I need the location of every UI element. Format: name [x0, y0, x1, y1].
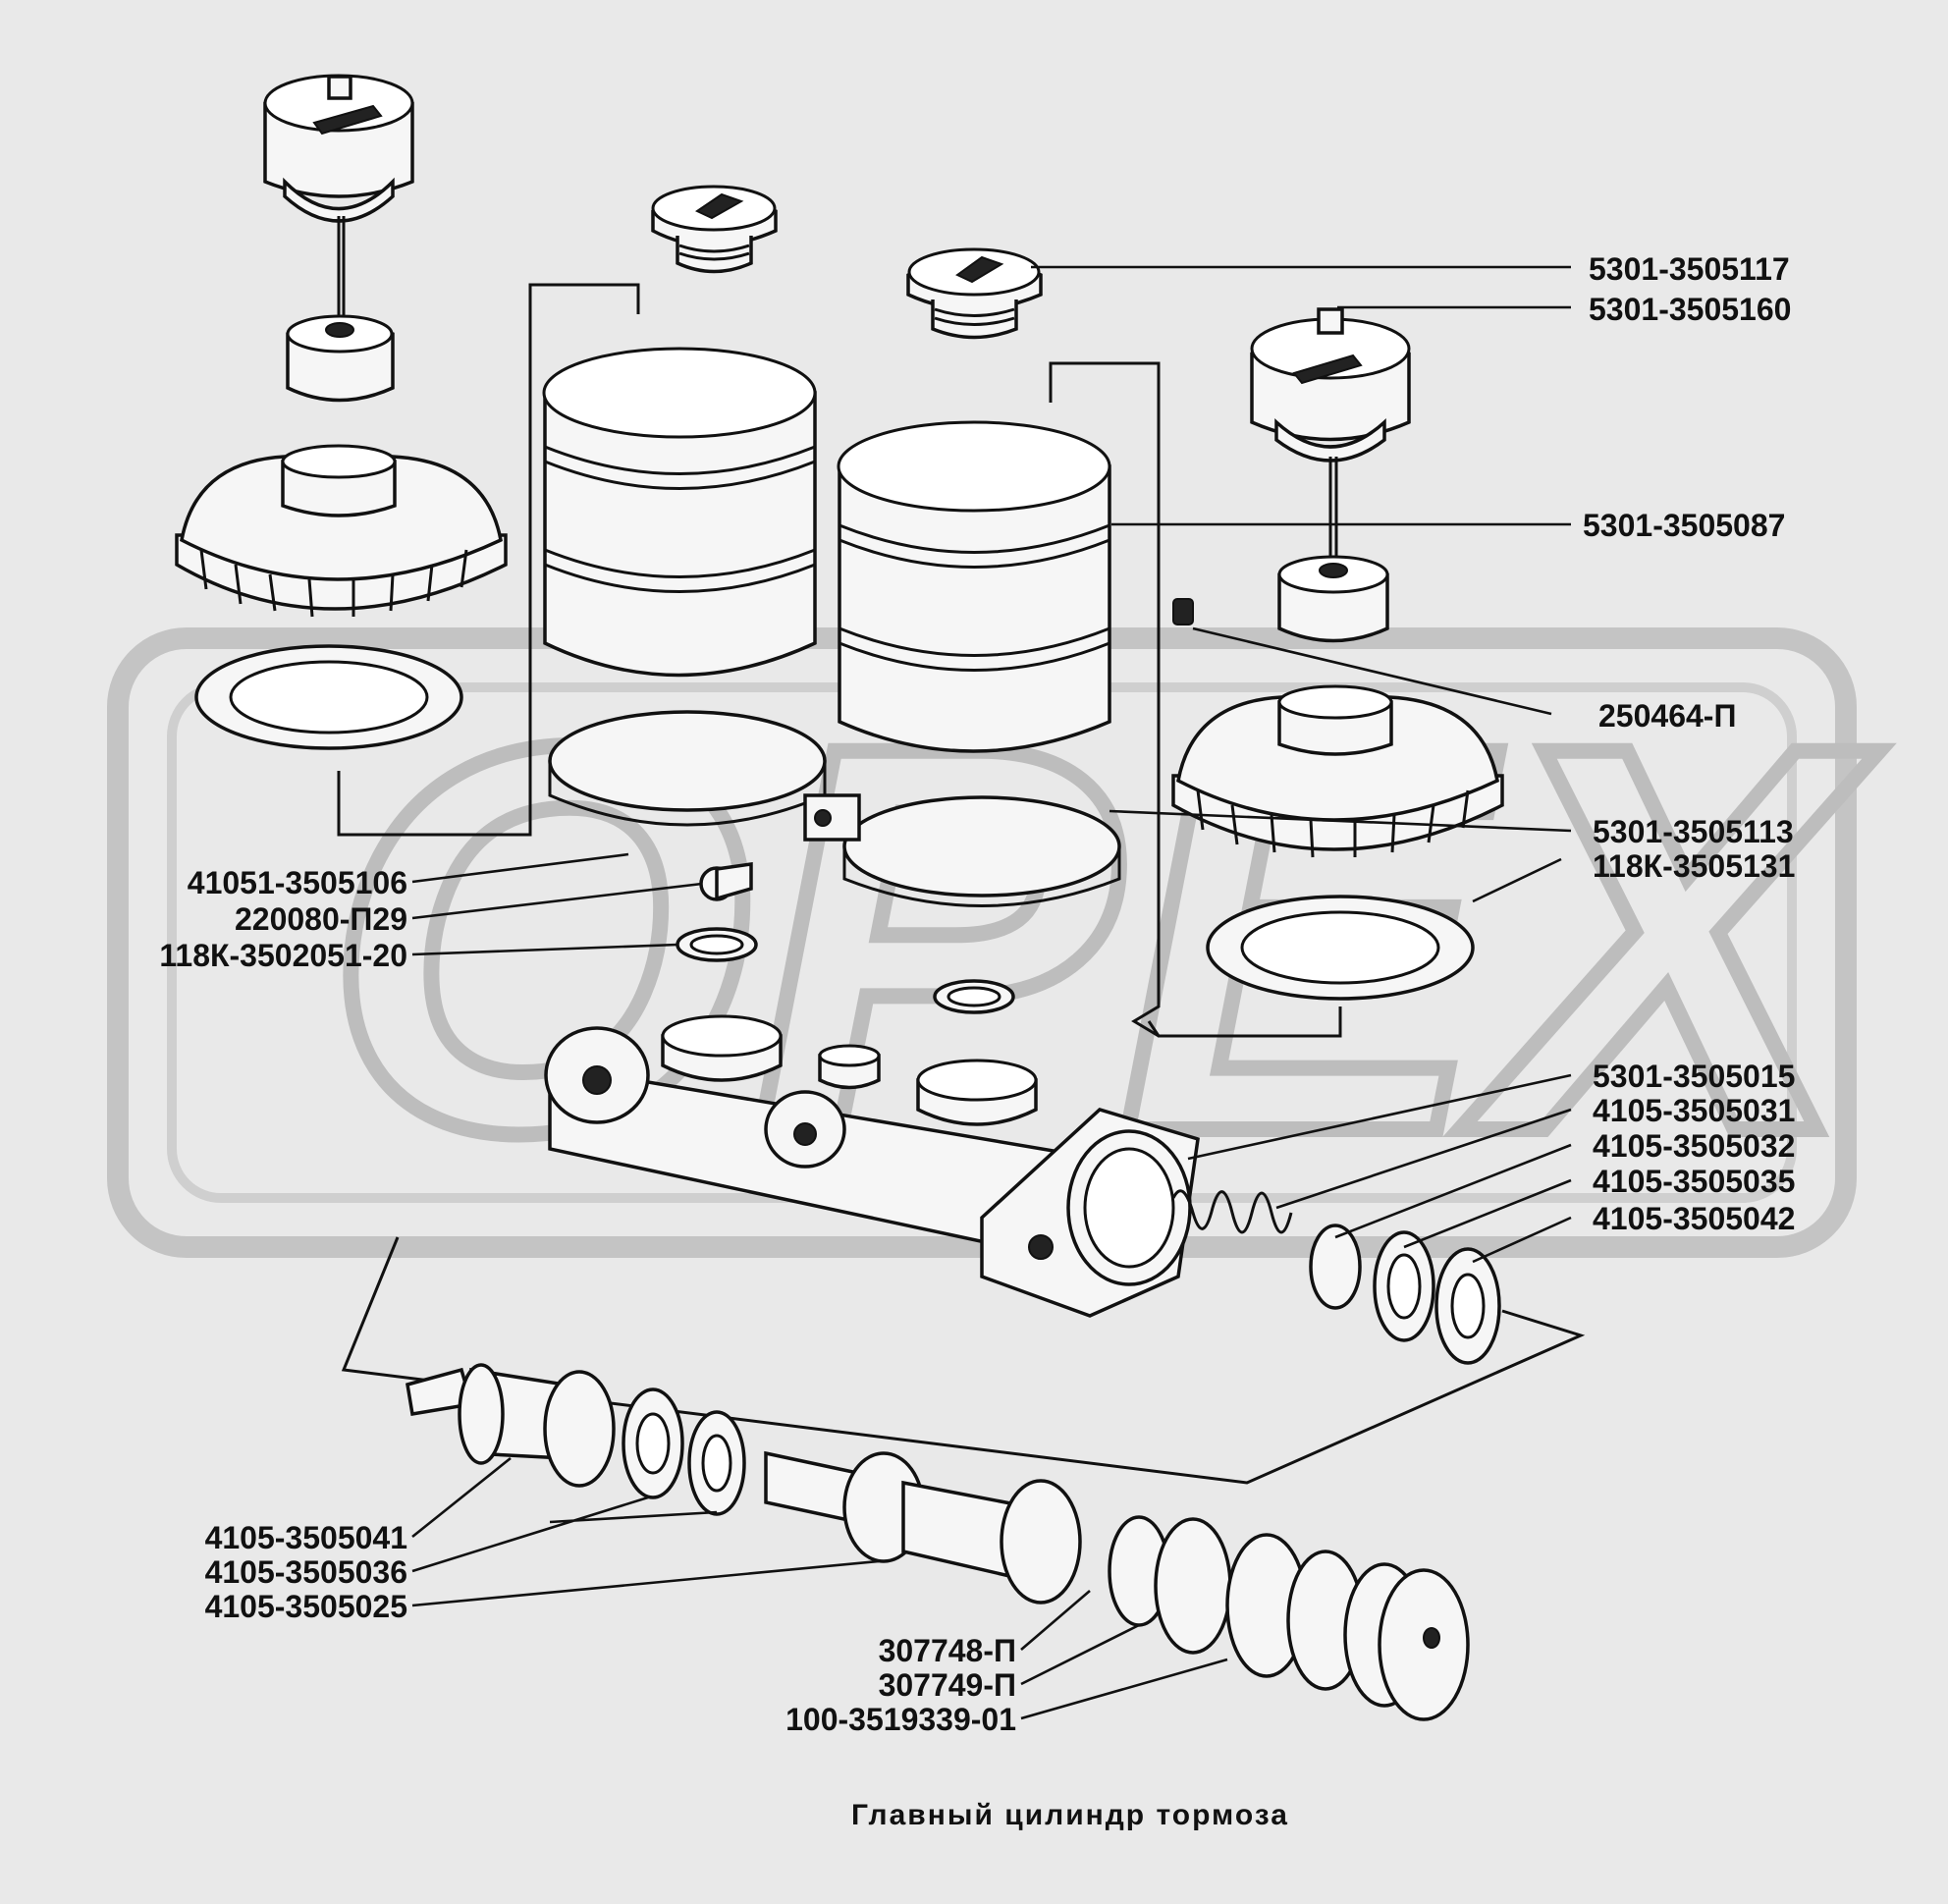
part-label: 5301-3505160 [1589, 292, 1791, 327]
bracket-lines [337, 283, 1586, 1485]
part-label: 307749-П [879, 1667, 1016, 1703]
reservoir-cap-left [263, 74, 414, 403]
part-label: 5301-3505015 [1593, 1059, 1795, 1094]
reservoir-cap-right [1250, 307, 1411, 643]
filler-plug-top-right [906, 247, 1043, 340]
clamp-band [548, 710, 1121, 907]
part-label: 4105-3505031 [1593, 1093, 1795, 1128]
piston-assembly [406, 1363, 1470, 1721]
reservoir-nut-left [175, 444, 508, 618]
fitting-bolt [699, 861, 753, 901]
filler-plug-top-center [651, 185, 778, 274]
part-label: 4105-3505025 [205, 1589, 407, 1624]
reservoir-body-left [542, 347, 817, 678]
part-label: 5301-3505113 [1593, 814, 1794, 849]
part-label: 250464-П [1598, 698, 1736, 734]
reservoir-nut-right [1171, 684, 1504, 858]
part-label: 41051-3505106 [188, 865, 407, 900]
part-label: 4105-3505035 [1593, 1164, 1795, 1199]
spring-and-seals [1171, 1189, 1501, 1365]
master-cylinder-body [544, 1014, 1200, 1318]
seal-ring-small [676, 927, 1015, 1014]
diagram-caption: Главный цилиндр тормоза [851, 1799, 1289, 1831]
part-label: 4105-3505042 [1593, 1201, 1795, 1236]
leader-lines [411, 265, 1572, 1720]
part-label: 118К-3505131 [1593, 848, 1795, 884]
gasket-right [1206, 895, 1475, 1001]
part-label: 4105-3505032 [1593, 1128, 1795, 1164]
part-label: 220080-П29 [235, 901, 407, 937]
part-label: 118К-3502051-20 [159, 938, 407, 973]
screw-small [1172, 598, 1194, 626]
part-labels: 5301-3505117 5301-3505160 5301-3505087 2… [159, 251, 1795, 1737]
reservoir-body-right [837, 420, 1111, 753]
part-label: 5301-3505117 [1589, 251, 1790, 287]
part-label: 5301-3505087 [1583, 508, 1785, 543]
part-label: 4105-3505036 [205, 1554, 407, 1590]
part-label: 4105-3505041 [205, 1520, 407, 1555]
part-label: 100-3519339-01 [785, 1702, 1016, 1737]
part-label: 307748-П [879, 1633, 1016, 1668]
gasket-left [194, 644, 463, 750]
